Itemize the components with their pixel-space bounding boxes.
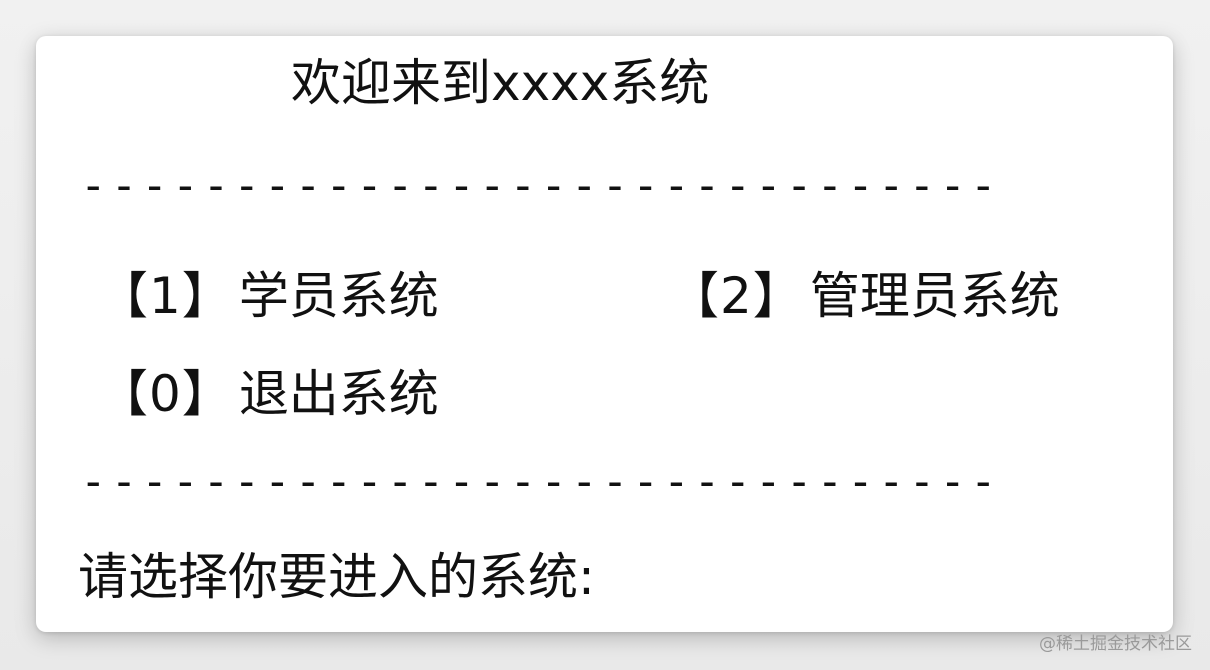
terminal-output-panel: 欢迎来到xxxx系统 -----------------------------…	[36, 36, 1173, 632]
menu-option-key: 【0】	[98, 365, 233, 423]
source-watermark: @稀土掘金技术社区	[1039, 634, 1192, 654]
menu-option-label: 学员系统	[238, 267, 439, 325]
divider-top: ------------------------------	[80, 160, 1001, 211]
menu-option-student-system[interactable]: 【1】 学员系统	[98, 256, 439, 328]
divider-bottom: ------------------------------	[80, 456, 1001, 507]
menu-option-key: 【2】	[669, 267, 804, 325]
menu-option-label: 管理员系统	[809, 267, 1060, 325]
welcome-title: 欢迎来到xxxx系统	[291, 54, 710, 112]
menu-option-key: 【1】	[98, 267, 233, 325]
selection-prompt[interactable]: 请选择你要进入的系统:	[78, 548, 595, 606]
menu-option-exit-system[interactable]: 【0】 退出系统	[98, 354, 439, 426]
menu-option-admin-system[interactable]: 【2】 管理员系统	[669, 256, 1060, 328]
menu-option-label: 退出系统	[238, 365, 439, 423]
